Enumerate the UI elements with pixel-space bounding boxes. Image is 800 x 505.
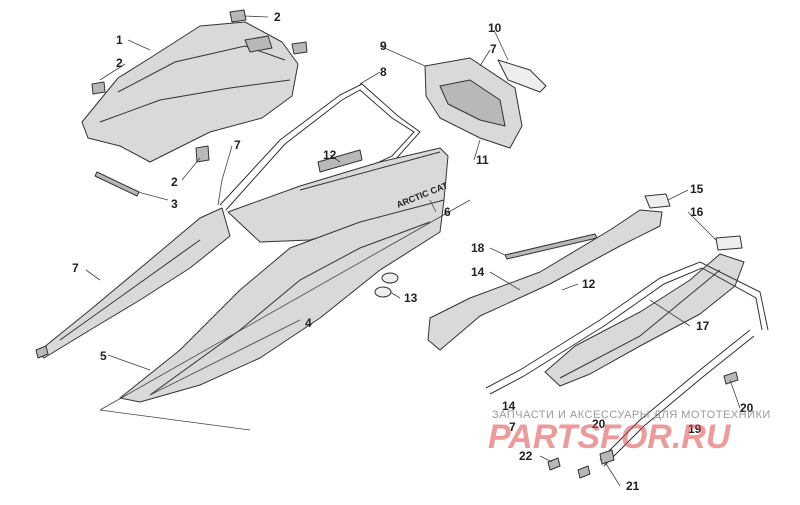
callout-20-center: 20 [592, 417, 606, 431]
watermark-logo: PARTSFOR.RU [488, 418, 732, 456]
callout-16: 16 [690, 205, 704, 219]
callout-13: 13 [404, 291, 418, 305]
part-3-strip [94, 171, 140, 197]
part-9-housing [424, 57, 523, 149]
part-6-side-body [227, 147, 449, 243]
part-19-tubes [485, 261, 769, 467]
hardware-20-21-22 [547, 371, 739, 479]
drawing-frame-lines [99, 199, 471, 431]
leader-lines [85, 15, 741, 487]
part-15-16-decals [644, 193, 743, 251]
callout-22: 22 [519, 449, 533, 463]
callout-17: 17 [696, 319, 710, 333]
part-17-bumper [544, 253, 745, 387]
callout-19: 19 [688, 422, 702, 436]
part-10-lens [497, 59, 547, 93]
callout-15: 15 [690, 182, 704, 196]
part-1-cover [81, 21, 299, 163]
callout-9: 9 [380, 39, 387, 53]
callout-20-right: 20 [740, 401, 754, 415]
callout-18: 18 [471, 241, 485, 255]
callout-6: 6 [444, 205, 451, 219]
callout-8: 8 [380, 65, 387, 79]
part-2-clips [91, 9, 308, 163]
callout-4: 4 [305, 316, 312, 330]
part-5-left-shroud [35, 207, 231, 359]
callout-14-lower: 14 [502, 399, 516, 413]
callout-7-bottom: 7 [509, 420, 516, 434]
part-12-bracket [317, 149, 363, 173]
callout-3: 3 [171, 197, 178, 211]
watermark-caption: ЗАПЧАСТИ И АКСЕССУАРЫ ДЛЯ МОТОТЕХНИКИ [492, 409, 771, 421]
part-4-lower-panel [119, 199, 445, 403]
callout-21: 21 [626, 479, 640, 493]
callout-10: 10 [488, 21, 502, 35]
callout-2-top: 2 [274, 10, 281, 24]
callout-1: 1 [116, 33, 123, 47]
callout-7-right: 7 [490, 42, 497, 56]
callout-7-upper: 7 [234, 138, 241, 152]
callout-12-upper: 12 [323, 148, 337, 162]
callout-2-left: 2 [116, 56, 123, 70]
callout-11: 11 [476, 153, 489, 167]
watermark: ЗАПЧАСТИ И АКСЕССУАРЫ ДЛЯ МОТОТЕХНИКИ PA… [488, 409, 771, 456]
callout-5: 5 [100, 349, 107, 363]
callout-12-lower: 12 [582, 277, 596, 291]
callout-14-upper: 14 [471, 265, 485, 279]
part-13-grommets [374, 272, 399, 298]
callout-labels: 1 2 2 2 3 4 5 6 7 7 7 7 8 9 10 11 12 12 … [72, 10, 754, 493]
callout-2-lower: 2 [171, 175, 178, 189]
callout-7-left: 7 [72, 261, 79, 275]
part-14-upper-rail [427, 209, 663, 351]
